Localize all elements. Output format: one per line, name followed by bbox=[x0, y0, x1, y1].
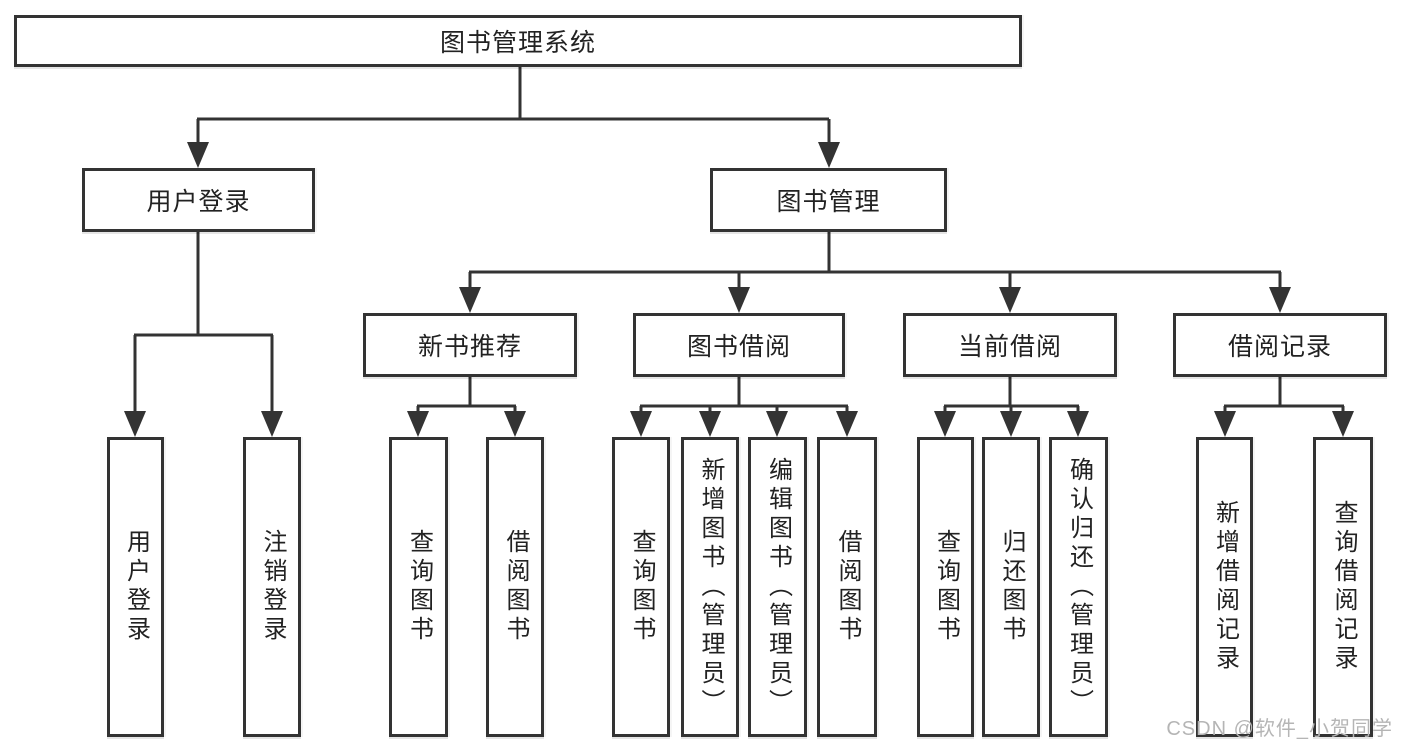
node-label: 查询图书 bbox=[405, 529, 433, 645]
node-label: 当前借阅 bbox=[957, 333, 1062, 361]
node-root-library-management-system: 图书管理系统 bbox=[14, 15, 1022, 67]
leaf-add-borrow-record: 新增借阅记录 bbox=[1196, 437, 1253, 737]
leaf-logout: 注销登录 bbox=[243, 437, 301, 737]
node-label: 图书借阅 bbox=[686, 333, 791, 361]
leaf-query-books-current: 查询图书 bbox=[917, 437, 974, 737]
node-user-login: 用户登录 bbox=[82, 168, 315, 232]
node-label: 图书管理系统 bbox=[439, 29, 596, 57]
node-label: 确认归还（管理员） bbox=[1065, 456, 1093, 718]
node-label: 归还图书 bbox=[998, 529, 1025, 645]
node-label: 借阅图书 bbox=[502, 529, 529, 645]
leaf-confirm-return-admin: 确认归还（管理员） bbox=[1049, 437, 1108, 737]
leaf-borrow-books-recommend: 借阅图书 bbox=[486, 437, 544, 737]
node-label: 新增借阅记录 bbox=[1211, 500, 1239, 674]
node-label: 编辑图书（管理员） bbox=[764, 456, 792, 718]
node-label: 用户登录 bbox=[122, 529, 150, 645]
node-label: 查询图书 bbox=[628, 529, 655, 645]
node-label: 借阅记录 bbox=[1227, 333, 1332, 361]
leaf-return-books: 归还图书 bbox=[982, 437, 1040, 737]
leaf-borrow-books: 借阅图书 bbox=[817, 437, 877, 737]
node-label: 用户登录 bbox=[146, 188, 251, 216]
node-book-borrow: 图书借阅 bbox=[633, 313, 845, 377]
leaf-edit-books-admin: 编辑图书（管理员） bbox=[748, 437, 807, 737]
node-label: 注销登录 bbox=[259, 529, 286, 645]
leaf-user-login: 用户登录 bbox=[107, 437, 164, 737]
leaf-query-books-recommend: 查询图书 bbox=[389, 437, 448, 737]
arrowheads bbox=[124, 142, 1354, 437]
node-label: 图书管理 bbox=[776, 188, 881, 216]
leaf-add-books-admin: 新增图书（管理员） bbox=[681, 437, 739, 737]
node-label: 查询图书 bbox=[932, 529, 960, 645]
leaf-query-borrow-record: 查询借阅记录 bbox=[1313, 437, 1373, 737]
node-label: 新增图书（管理员） bbox=[697, 456, 724, 718]
node-label: 新书推荐 bbox=[417, 333, 522, 361]
node-label: 借阅图书 bbox=[834, 529, 861, 645]
node-current-borrow: 当前借阅 bbox=[903, 313, 1117, 377]
node-new-book-recommend: 新书推荐 bbox=[363, 313, 577, 377]
leaf-query-books-borrow: 查询图书 bbox=[612, 437, 670, 737]
node-book-management: 图书管理 bbox=[710, 168, 947, 232]
node-label: 查询借阅记录 bbox=[1330, 500, 1357, 674]
csdn-watermark: CSDN @软件_小贺同学 bbox=[1166, 718, 1393, 740]
node-borrow-records: 借阅记录 bbox=[1173, 313, 1387, 377]
